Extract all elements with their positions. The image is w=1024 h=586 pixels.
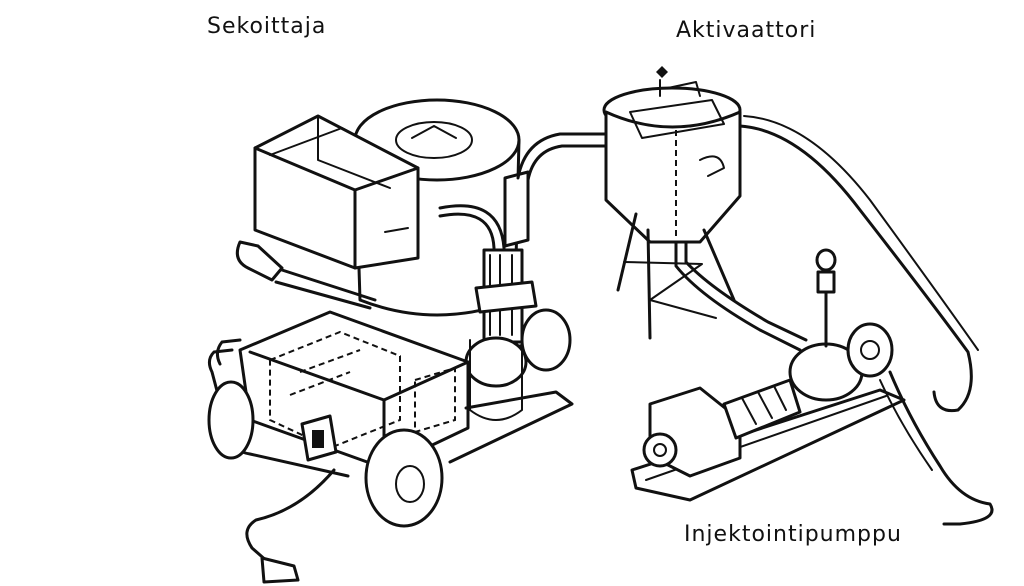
activator-tank (604, 110, 742, 244)
pump-outlet-hose (888, 370, 994, 526)
injection-pump (630, 248, 994, 526)
injection-pump-label: Injektointipumppu (684, 522, 902, 547)
hose-inlet (235, 240, 284, 282)
hose-activator-to-pump (674, 240, 802, 352)
mixer-label: Sekoittaja (207, 14, 327, 39)
activator-motor (629, 99, 725, 139)
cart-wheel-front (364, 428, 444, 528)
power-plug (260, 556, 300, 584)
mixer-drum-opening (395, 121, 473, 159)
cart-wheel-rear (207, 380, 255, 460)
power-cable (245, 468, 336, 564)
mixer-pump-housing (464, 336, 528, 388)
cart (207, 308, 574, 584)
cart-motor-hidden (269, 330, 401, 450)
mixer-unit (235, 98, 636, 421)
activator-label: Aktivaattori (676, 18, 817, 43)
cart-frame-rail (448, 390, 574, 464)
mixer-feed-pipe (280, 268, 377, 302)
valve-handle (503, 170, 530, 248)
pump-stator (722, 378, 802, 440)
mixer-agitator (411, 125, 457, 139)
hose-activator-return (738, 124, 973, 413)
pressure-gauge (815, 248, 837, 272)
cart-wheel-back (520, 308, 572, 372)
activator-legs (616, 212, 736, 340)
activator-star-knob (656, 66, 668, 78)
activator-unit (602, 66, 979, 413)
